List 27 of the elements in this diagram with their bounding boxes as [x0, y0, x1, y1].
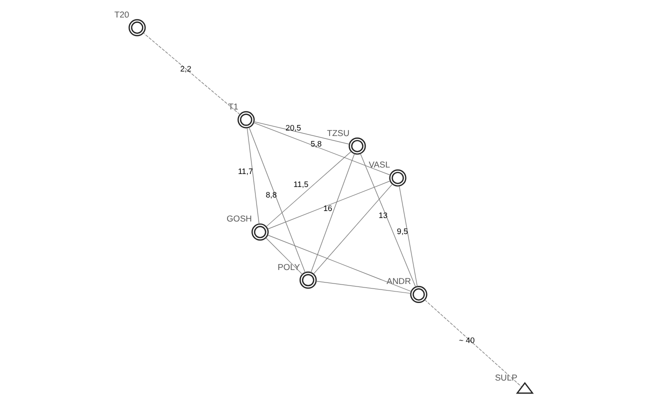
connector — [265, 237, 303, 275]
connector — [248, 126, 306, 273]
node-label: T20 — [114, 9, 130, 20]
connector — [253, 122, 391, 176]
connector — [398, 186, 418, 287]
connector — [316, 280, 411, 294]
connector — [310, 153, 355, 273]
connector — [424, 300, 522, 388]
node-label: ANDR — [386, 276, 411, 286]
connector — [313, 184, 393, 274]
connector — [267, 234, 412, 292]
node-label: TZSU — [327, 128, 350, 138]
node-circle — [128, 19, 146, 36]
node-label: T1 — [228, 101, 238, 112]
connector — [254, 121, 350, 145]
connector — [267, 180, 390, 230]
connector — [360, 153, 416, 288]
connector — [266, 151, 352, 227]
node-circle — [410, 286, 428, 304]
node-circle — [300, 272, 317, 289]
node-label: GOSH — [226, 214, 252, 224]
node-label: VASL — [368, 160, 390, 170]
node-label: SULP — [494, 372, 518, 383]
connector — [246, 128, 260, 224]
node-triangle — [516, 382, 534, 394]
node-circle — [389, 169, 406, 187]
connector — [142, 32, 240, 115]
